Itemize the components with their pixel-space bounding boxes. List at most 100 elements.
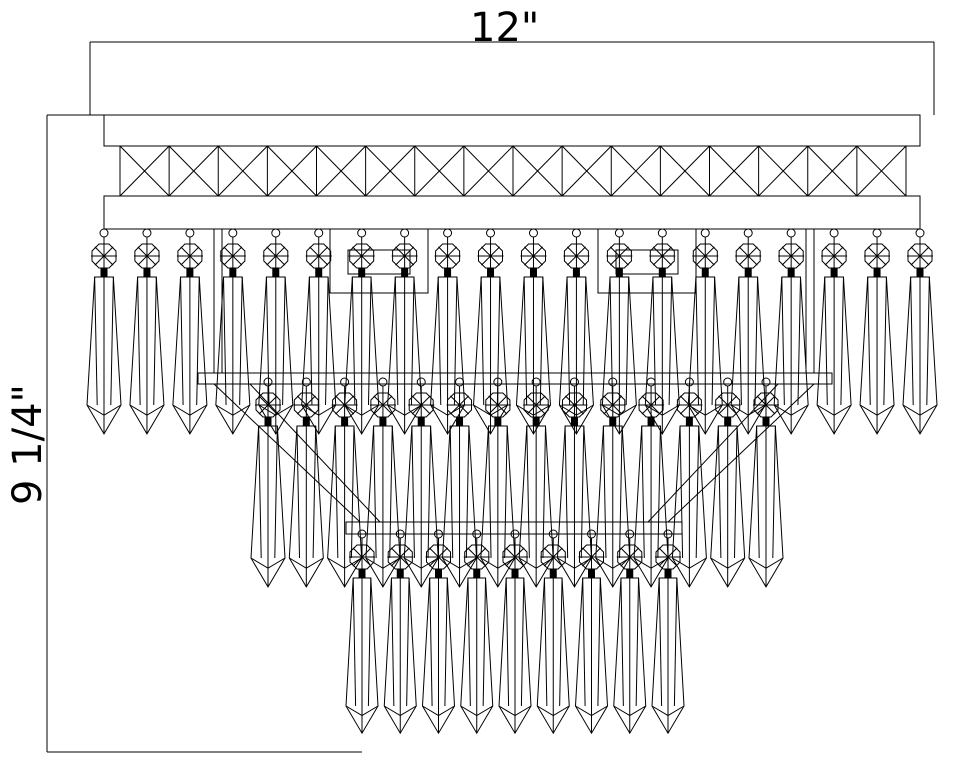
prism-drop — [515, 276, 551, 435]
middle-crystal — [365, 377, 401, 588]
prism-facet — [442, 557, 477, 569]
octagon-bead — [715, 392, 741, 418]
prism-facet — [559, 577, 563, 707]
connector — [873, 268, 881, 278]
prism-facet — [411, 425, 415, 559]
lattice-cross — [856, 145, 907, 197]
connector — [272, 268, 280, 278]
connector — [647, 417, 655, 427]
bead-facet — [296, 395, 316, 415]
octagon-bead — [485, 392, 511, 418]
octagon-bead — [392, 243, 418, 269]
prism-drop — [536, 577, 570, 735]
prism-facet — [910, 276, 914, 406]
bead-facet — [718, 395, 738, 415]
middle-crystal — [442, 377, 478, 588]
prism-facet — [153, 276, 157, 406]
prism-drop — [651, 577, 685, 735]
prism-facet — [467, 577, 471, 707]
connector — [572, 268, 580, 278]
bead-facet — [488, 395, 508, 415]
prism-facet — [816, 404, 852, 416]
prism-drop — [383, 577, 417, 735]
bead-facet — [335, 395, 355, 415]
bead-facet — [867, 246, 887, 266]
prism-facet — [773, 404, 809, 416]
lattice-cross — [512, 145, 563, 197]
prism-drop — [644, 276, 680, 435]
prism-facet — [824, 276, 828, 406]
octagon-bead — [563, 243, 589, 269]
octagon-bead — [562, 392, 587, 418]
prism-facet — [711, 276, 716, 406]
middle-crystal-tier — [250, 377, 784, 588]
prism-facet — [539, 276, 544, 406]
octagon-bead — [655, 544, 681, 570]
octagon-bead — [606, 243, 632, 269]
prism-facet — [196, 276, 200, 406]
top-crystal — [687, 228, 723, 435]
connector — [701, 268, 709, 278]
prism-facet — [344, 404, 379, 416]
prism-facet — [781, 276, 785, 406]
hook-ring — [915, 228, 925, 238]
prism-facet — [289, 557, 324, 569]
bead-facet — [566, 246, 586, 266]
prism-drop — [902, 276, 938, 435]
octagon-bead — [293, 392, 319, 418]
prism-facet — [498, 705, 532, 717]
prism-facet — [688, 404, 723, 416]
prism-facet — [437, 276, 442, 406]
connector — [724, 417, 732, 427]
lattice-cross — [119, 145, 170, 197]
bead-facet — [582, 547, 601, 567]
bead-facet — [620, 547, 640, 567]
bottom-band — [103, 195, 921, 230]
prism-facet — [282, 276, 286, 406]
bead-facet — [450, 395, 469, 415]
prism-facet — [453, 276, 458, 406]
connector — [626, 569, 634, 579]
middle-ring — [197, 372, 833, 385]
prism-facet — [406, 577, 410, 707]
octagon-bead — [600, 392, 626, 418]
hook-ring — [608, 377, 618, 387]
bead-facet — [481, 246, 500, 266]
prism-facet — [444, 577, 448, 707]
prism-drop — [613, 577, 647, 735]
prism-drop — [518, 425, 554, 588]
prism-facet — [352, 577, 357, 707]
hook-ring — [340, 377, 350, 387]
bead-facet — [390, 547, 410, 567]
prism-facet — [559, 404, 594, 416]
back-plate — [597, 228, 697, 294]
connector — [532, 417, 540, 427]
prism-facet — [609, 276, 614, 406]
octagon-bead — [676, 392, 702, 418]
bead-facet — [781, 246, 801, 266]
prism-facet — [390, 577, 395, 707]
connector — [830, 268, 838, 278]
connector — [588, 569, 595, 579]
connector — [487, 268, 495, 278]
prism-facet — [672, 557, 707, 569]
lattice-cross — [660, 145, 710, 197]
bead-facet — [609, 246, 629, 266]
prism-drop — [258, 276, 294, 435]
prism-facet — [383, 705, 417, 717]
prism-drop — [345, 577, 379, 735]
hook-ring — [528, 228, 538, 238]
prism-facet — [867, 276, 871, 406]
prism-drop — [859, 276, 895, 435]
connector — [186, 268, 194, 278]
bead-facet — [94, 246, 114, 266]
prism-facet — [504, 425, 508, 559]
octagon-bead — [778, 243, 804, 269]
octagon-bead — [821, 243, 847, 269]
prism-facet — [301, 404, 336, 416]
prism-facet — [250, 557, 286, 569]
support-arm — [647, 383, 779, 523]
prism-drop — [442, 425, 478, 588]
connector — [473, 569, 481, 579]
prism-drop — [250, 425, 286, 588]
